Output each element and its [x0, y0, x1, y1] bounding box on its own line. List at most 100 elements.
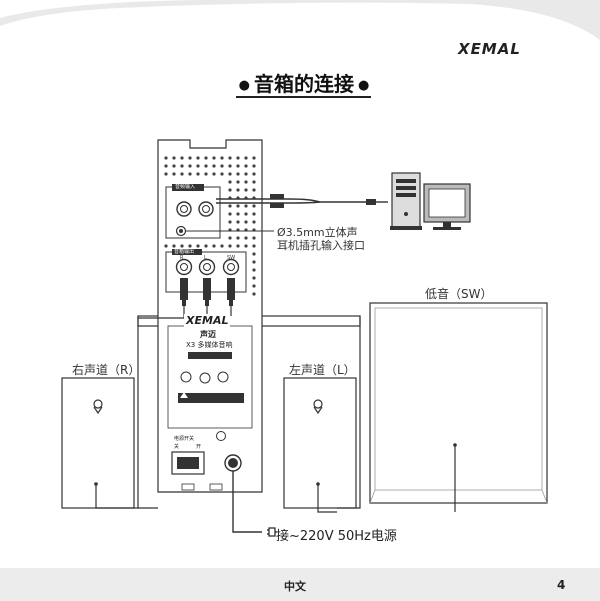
vent-hole	[188, 164, 192, 168]
panel-name: 声迈	[200, 330, 216, 339]
vent-hole	[252, 220, 256, 224]
vent-hole	[236, 180, 240, 184]
vent-hole	[252, 244, 256, 248]
vent-hole	[244, 212, 248, 216]
vent-hole	[252, 172, 256, 176]
vent-hole	[244, 164, 248, 168]
vent-hole	[244, 156, 248, 160]
title-bullet-right: ●	[358, 78, 370, 93]
output-r-label: R	[180, 255, 184, 261]
vent-hole	[244, 220, 248, 224]
vent-hole	[164, 172, 168, 176]
vent-hole	[180, 244, 184, 248]
vent-hole	[236, 172, 240, 176]
vent-hole	[236, 236, 240, 240]
panel-input-label: 音频输入	[175, 184, 196, 190]
vent-hole	[204, 156, 208, 160]
vent-hole	[252, 212, 256, 216]
vent-hole	[244, 236, 248, 240]
vent-hole	[236, 204, 240, 208]
jack-label-line2: 耳机插孔输入接口	[277, 239, 365, 252]
vent-hole	[180, 172, 184, 176]
vent-hole	[228, 204, 232, 208]
vent-hole	[252, 292, 256, 296]
vent-hole	[236, 220, 240, 224]
vent-hole	[252, 276, 256, 280]
vent-hole	[228, 180, 232, 184]
vent-hole	[228, 188, 232, 192]
vent-hole	[220, 156, 224, 160]
monitor-icon	[423, 183, 471, 230]
title-text: 音箱的连接	[254, 72, 354, 96]
vent-hole	[244, 204, 248, 208]
vent-hole	[204, 172, 208, 176]
vent-hole	[164, 156, 168, 160]
vent-hole	[228, 212, 232, 216]
output-l-label: L	[204, 255, 207, 261]
vent-hole	[252, 156, 256, 160]
vent-holes	[164, 156, 256, 296]
vent-hole	[228, 244, 232, 248]
vent-hole	[244, 172, 248, 176]
vent-hole	[212, 164, 216, 168]
vent-hole	[220, 172, 224, 176]
footer-language: 中文	[284, 580, 306, 593]
vent-hole	[212, 244, 216, 248]
right-speaker	[61, 377, 135, 509]
vent-hole	[252, 260, 256, 264]
title-bullet-left: ●	[238, 78, 250, 93]
vent-hole	[212, 156, 216, 160]
vent-hole	[188, 156, 192, 160]
title-underline	[236, 96, 371, 98]
vent-hole	[196, 172, 200, 176]
vent-hole	[172, 156, 176, 160]
vent-hole	[252, 284, 256, 288]
right-speaker-label: 右声道（R）	[72, 363, 141, 377]
vent-hole	[196, 244, 200, 248]
vent-hole	[164, 164, 168, 168]
vent-hole	[228, 164, 232, 168]
panel-switch-label: 电源开关	[174, 436, 195, 442]
vent-hole	[180, 164, 184, 168]
vent-hole	[172, 172, 176, 176]
vent-hole	[180, 156, 184, 160]
vent-hole	[236, 156, 240, 160]
panel-output-label: 音箱输出	[174, 249, 195, 255]
jack-label-line1: Ø3.5mm立体声	[277, 226, 358, 239]
header-swoosh	[0, 0, 600, 40]
vent-hole	[196, 156, 200, 160]
vent-hole	[252, 164, 256, 168]
vent-hole	[196, 164, 200, 168]
vent-hole	[252, 180, 256, 184]
left-speaker-label: 左声道（L）	[289, 363, 356, 377]
vent-hole	[244, 180, 248, 184]
vent-hole	[244, 244, 248, 248]
vent-hole	[228, 236, 232, 240]
vent-hole	[252, 188, 256, 192]
panel-brand-logo: XEMAL	[184, 314, 231, 327]
vent-hole	[188, 172, 192, 176]
footer-bar	[0, 568, 600, 601]
audio-cable	[186, 194, 388, 232]
vent-hole	[228, 172, 232, 176]
vent-hole	[228, 156, 232, 160]
vent-hole	[204, 164, 208, 168]
panel-switch-on: 开	[196, 444, 202, 450]
panel-model: X3 多媒体音响	[186, 341, 233, 349]
vent-hole	[252, 268, 256, 272]
subwoofer	[369, 302, 548, 504]
vent-hole	[212, 172, 216, 176]
vent-hole	[236, 188, 240, 192]
vent-hole	[220, 244, 224, 248]
vent-hole	[164, 244, 168, 248]
vent-hole	[236, 244, 240, 248]
vent-hole	[220, 164, 224, 168]
power-supply-label: 接~220V 50Hz电源	[276, 529, 397, 544]
vent-hole	[236, 212, 240, 216]
output-sw-label: SW	[227, 255, 236, 261]
vent-hole	[236, 164, 240, 168]
computer-tower-icon	[390, 172, 422, 230]
vent-hole	[172, 244, 176, 248]
connection-diagram	[61, 139, 548, 533]
